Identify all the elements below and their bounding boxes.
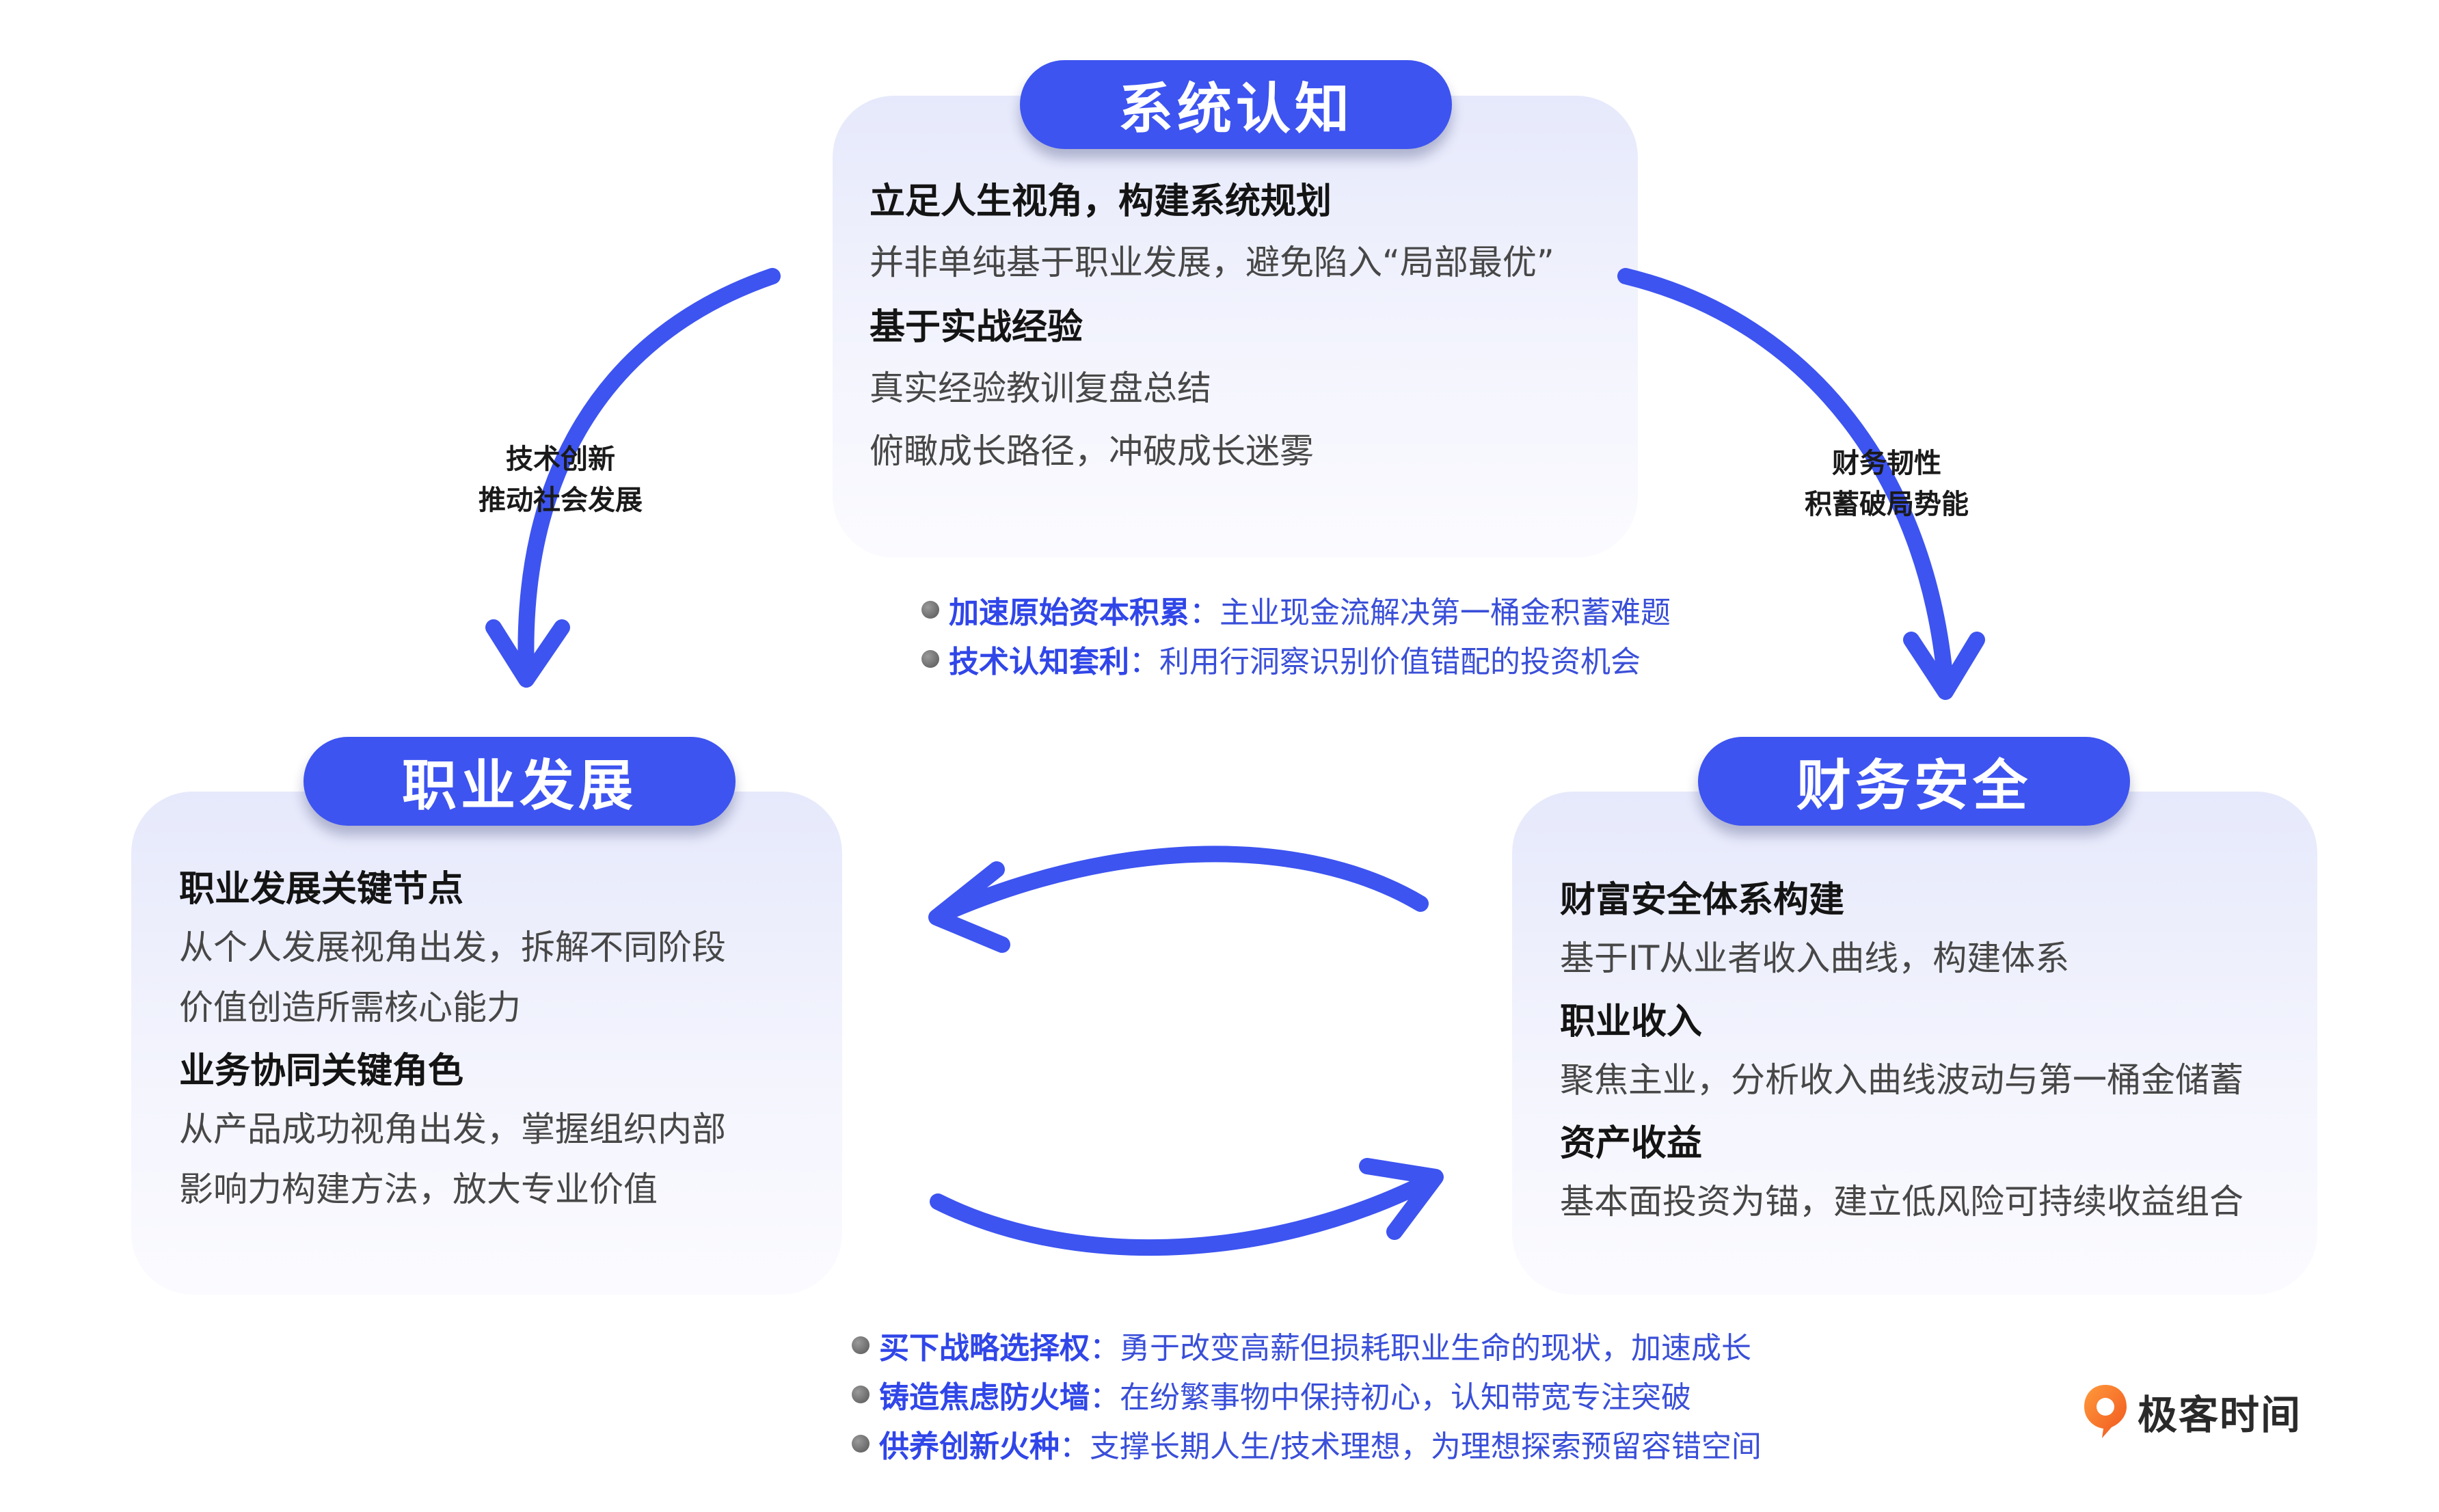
- top-line-1: 立足人生视角，构建系统规划: [870, 181, 1332, 222]
- bullet-dot-icon: [852, 1336, 870, 1354]
- right-line-5: 资产收益: [1560, 1123, 1703, 1164]
- left-title-pill: 职业发展: [304, 737, 736, 826]
- top-line-3: 基于实战经验: [870, 307, 1083, 348]
- arrow-label-right-line-2: 积蓄破局势能: [1805, 489, 1969, 520]
- left-card: [131, 792, 842, 1295]
- note-bottom-2-title: 铸造焦虑防火墙: [879, 1380, 1090, 1415]
- arrow-top-to-right: [1617, 268, 1954, 690]
- left-line-1: 职业发展关键节点: [179, 869, 464, 910]
- note-middle-1-sep: ：: [1189, 595, 1220, 630]
- note-bottom-3: 供养创新火种：支撑长期人生/技术理想，为理想探索预留容错空间: [852, 1422, 1762, 1466]
- note-bottom-1: 买下战略选择权：勇于改变高薪但损耗职业生命的现状，加速成长: [852, 1323, 1751, 1367]
- arrow-right-to-left: [936, 846, 1429, 921]
- note-middle-1-desc: 主业现金流解决第一桶金积蓄难题: [1220, 595, 1671, 630]
- right-line-6: 基本面投资为锚，建立低风险可持续收益组合: [1560, 1182, 2243, 1221]
- note-middle-2-desc: 利用行洞察识别价值错配的投资机会: [1159, 645, 1641, 679]
- top-line-5: 俯瞰成长路径，冲破成长迷雾: [870, 431, 1314, 471]
- note-middle-2: 技术认知套利：利用行洞察识别价值错配的投资机会: [921, 637, 1641, 681]
- note-middle-2-title: 技术认知套利: [949, 645, 1129, 679]
- arrow-label-left-line-2: 推动社会发展: [479, 485, 643, 516]
- right-line-4: 聚焦主业，分析收入曲线波动与第一桶金储蓄: [1560, 1060, 2243, 1100]
- arrow-left-to-right: [930, 1173, 1437, 1256]
- note-bottom-3-desc: 支撑长期人生/技术理想，为理想探索预留容错空间: [1090, 1429, 1762, 1464]
- top-line-2: 并非单纯基于职业发展，避免陷入“局部最优”: [870, 243, 1554, 282]
- note-bottom-2-sep: ：: [1090, 1380, 1120, 1415]
- right-line-1: 财富安全体系构建: [1560, 880, 1845, 921]
- note-bottom-3-sep: ：: [1060, 1429, 1090, 1464]
- arrow-right-to-left-head: [928, 861, 1010, 953]
- arrow-left-to-right-head: [1359, 1158, 1444, 1240]
- arrow-label-left: 技术创新 推动社会发展: [437, 439, 684, 521]
- arrow-label-right: 财务韧性 积蓄破局势能: [1764, 443, 2010, 525]
- top-card: [833, 96, 1638, 558]
- logo-text: 极客时间: [2138, 1392, 2302, 1438]
- geektime-logo: 极客时间: [2081, 1381, 2302, 1442]
- arrow-top-to-left-head: [485, 619, 570, 688]
- arrow-label-left-line-1: 技术创新: [506, 444, 615, 475]
- right-line-2: 基于IT从业者收入曲线，构建体系: [1560, 939, 2070, 978]
- bullet-dot-icon: [852, 1435, 870, 1453]
- left-line-3: 价值创造所需核心能力: [179, 988, 521, 1027]
- left-line-6: 影响力构建方法，放大专业价值: [179, 1170, 658, 1209]
- bullet-dot-icon: [921, 650, 939, 668]
- note-bottom-1-sep: ：: [1090, 1331, 1120, 1366]
- note-bottom-1-title: 买下战略选择权: [879, 1331, 1090, 1366]
- top-title-pill: 系统认知: [1020, 60, 1452, 149]
- left-line-2: 从个人发展视角出发，拆解不同阶段: [179, 928, 726, 967]
- arrow-top-to-left: [517, 268, 781, 679]
- bullet-dot-icon: [852, 1386, 870, 1403]
- arrow-top-to-right-head: [1903, 632, 1985, 700]
- note-bottom-2-desc: 在纷繁事物中保持初心，认知带宽专注突破: [1120, 1380, 1691, 1415]
- right-line-3: 职业收入: [1560, 1001, 1703, 1042]
- left-line-4: 业务协同关键角色: [179, 1051, 464, 1092]
- note-middle-1-title: 加速原始资本积累: [949, 595, 1189, 630]
- note-middle-1: 加速原始资本积累：主业现金流解决第一桶金积蓄难题: [921, 588, 1671, 632]
- right-card: [1512, 792, 2317, 1295]
- geektime-logo-icon: [2084, 1385, 2127, 1438]
- arrow-label-right-line-1: 财务韧性: [1832, 448, 1941, 479]
- note-bottom-2: 铸造焦虑防火墙：在纷繁事物中保持初心，认知带宽专注突破: [852, 1373, 1691, 1416]
- note-middle-2-sep: ：: [1129, 645, 1159, 679]
- note-bottom-1-desc: 勇于改变高薪但损耗职业生命的现状，加速成长: [1120, 1331, 1751, 1366]
- note-bottom-3-title: 供养创新火种: [879, 1429, 1060, 1464]
- top-line-4: 真实经验教训复盘总结: [870, 368, 1211, 408]
- left-line-5: 从产品成功视角出发，掌握组织内部: [179, 1109, 726, 1149]
- right-title-pill: 财务安全: [1698, 737, 2130, 826]
- bullet-dot-icon: [921, 601, 939, 619]
